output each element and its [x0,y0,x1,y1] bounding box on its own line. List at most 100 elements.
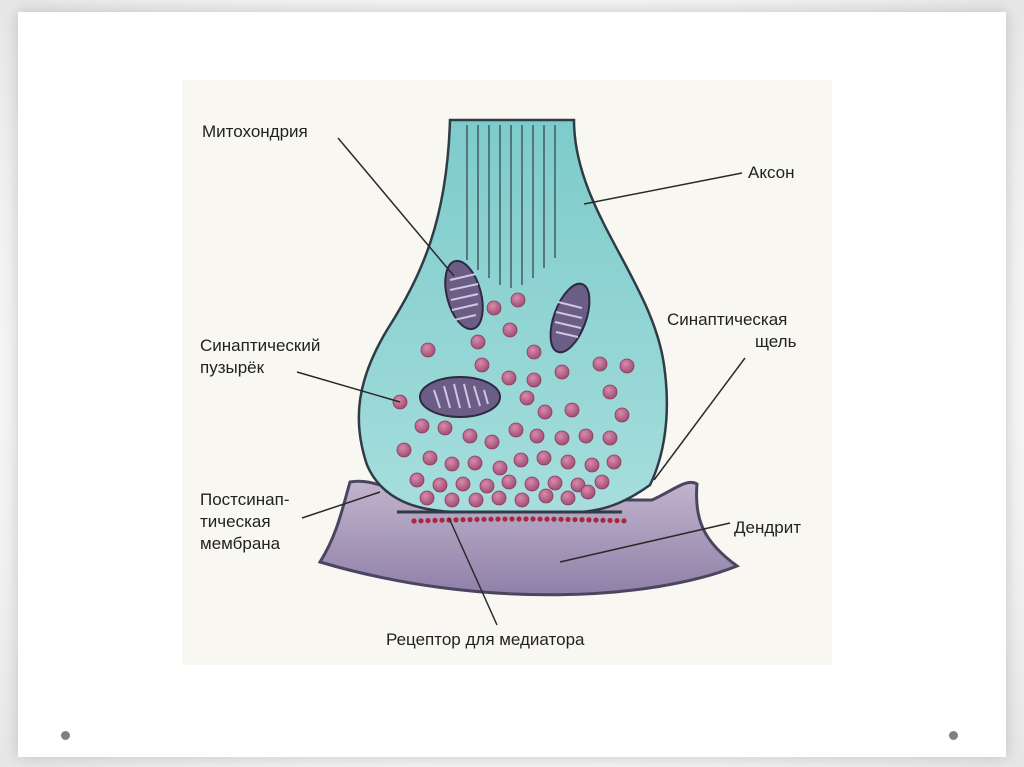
receptor-dot [607,518,612,523]
label-dendrite: Дендрит [734,518,801,537]
receptor-dot [488,517,493,522]
synaptic-vesicle [487,301,501,315]
label-cleft-1: Синаптическая [667,310,787,329]
synapse-figure: Митохондрия Аксон Синаптический пузырёк … [182,80,832,665]
synaptic-vesicle [492,491,506,505]
synaptic-vesicle [555,365,569,379]
label-axon: Аксон [748,163,795,182]
synaptic-vesicle [548,476,562,490]
receptor-dot [537,516,542,521]
synaptic-vesicle [420,491,434,505]
receptor-dot [460,517,465,522]
receptor-dot [509,516,514,521]
receptor-dot [411,518,416,523]
synaptic-vesicle [530,429,544,443]
label-mitochondria: Митохондрия [202,122,308,141]
receptor-dot [523,516,528,521]
receptor-dot [418,518,423,523]
receptor-dot [579,517,584,522]
receptor-dot [502,516,507,521]
synaptic-vesicle [603,385,617,399]
synaptic-vesicle [410,473,424,487]
label-postsynaptic-3: мембрана [200,534,281,553]
synaptic-vesicle [537,451,551,465]
synaptic-vesicle [595,475,609,489]
synaptic-vesicle [561,455,575,469]
synaptic-vesicle [593,357,607,371]
receptor-dot [516,516,521,521]
receptor-dot [425,518,430,523]
synaptic-vesicle [565,403,579,417]
receptor-dot [530,516,535,521]
label-receptor: Рецептор для медиатора [386,630,585,649]
synaptic-vesicle [538,405,552,419]
synaptic-vesicle [493,461,507,475]
synaptic-vesicle [620,359,634,373]
synaptic-vesicle [397,443,411,457]
synaptic-vesicle [456,477,470,491]
synaptic-vesicle [502,371,516,385]
mitochondrion-3 [420,377,500,417]
synaptic-vesicle [475,358,489,372]
synaptic-vesicle [445,493,459,507]
synaptic-vesicle [503,323,517,337]
synaptic-vesicle [471,335,485,349]
synaptic-vesicle [469,493,483,507]
receptor-dot [600,518,605,523]
synaptic-vesicle [615,408,629,422]
synaptic-vesicle [485,435,499,449]
synaptic-vesicle [468,456,482,470]
synaptic-vesicle [463,429,477,443]
receptor-dot [453,517,458,522]
label-cleft-2: щель [755,332,797,351]
label-postsynaptic-2: тическая [200,512,271,531]
synaptic-vesicle [423,451,437,465]
receptor-dot [551,517,556,522]
synaptic-vesicle [525,477,539,491]
receptor-dot [558,517,563,522]
receptor-dot [439,518,444,523]
receptor-dot [544,517,549,522]
synaptic-vesicle [581,485,595,499]
synaptic-vesicle [603,431,617,445]
label-postsynaptic-1: Постсинап- [200,490,289,509]
receptor-dot [474,517,479,522]
leader-axon [584,173,742,204]
synaptic-vesicle [509,423,523,437]
receptor-dot [432,518,437,523]
synaptic-vesicle [421,343,435,357]
receptor-dot [495,517,500,522]
label-vesicle-2: пузырёк [200,358,265,377]
synaptic-vesicle [433,478,447,492]
receptor-dot [565,517,570,522]
synaptic-vesicle [415,419,429,433]
synaptic-vesicle [527,345,541,359]
leader-mitochondria [338,138,454,276]
synaptic-vesicle [480,479,494,493]
label-vesicle-1: Синаптический [200,336,320,355]
receptor-dot [481,517,486,522]
synaptic-vesicle [527,373,541,387]
receptor-dot [614,518,619,523]
synaptic-vesicle [555,431,569,445]
synaptic-vesicle [561,491,575,505]
synaptic-vesicle [607,455,621,469]
receptor-dot [467,517,472,522]
synaptic-vesicle [585,458,599,472]
synaptic-vesicle [515,493,529,507]
receptor-dot [621,518,626,523]
synaptic-vesicle [445,457,459,471]
nav-dot-left [61,731,70,740]
synaptic-vesicle [579,429,593,443]
synapse-diagram: Митохондрия Аксон Синаптический пузырёк … [182,80,832,665]
synaptic-vesicle [539,489,553,503]
synaptic-vesicle [514,453,528,467]
nav-dot-right [949,731,958,740]
synaptic-vesicle [438,421,452,435]
synaptic-vesicle [502,475,516,489]
synaptic-vesicle [520,391,534,405]
receptor-dot [593,517,598,522]
receptor-dot [586,517,591,522]
synaptic-vesicle [511,293,525,307]
